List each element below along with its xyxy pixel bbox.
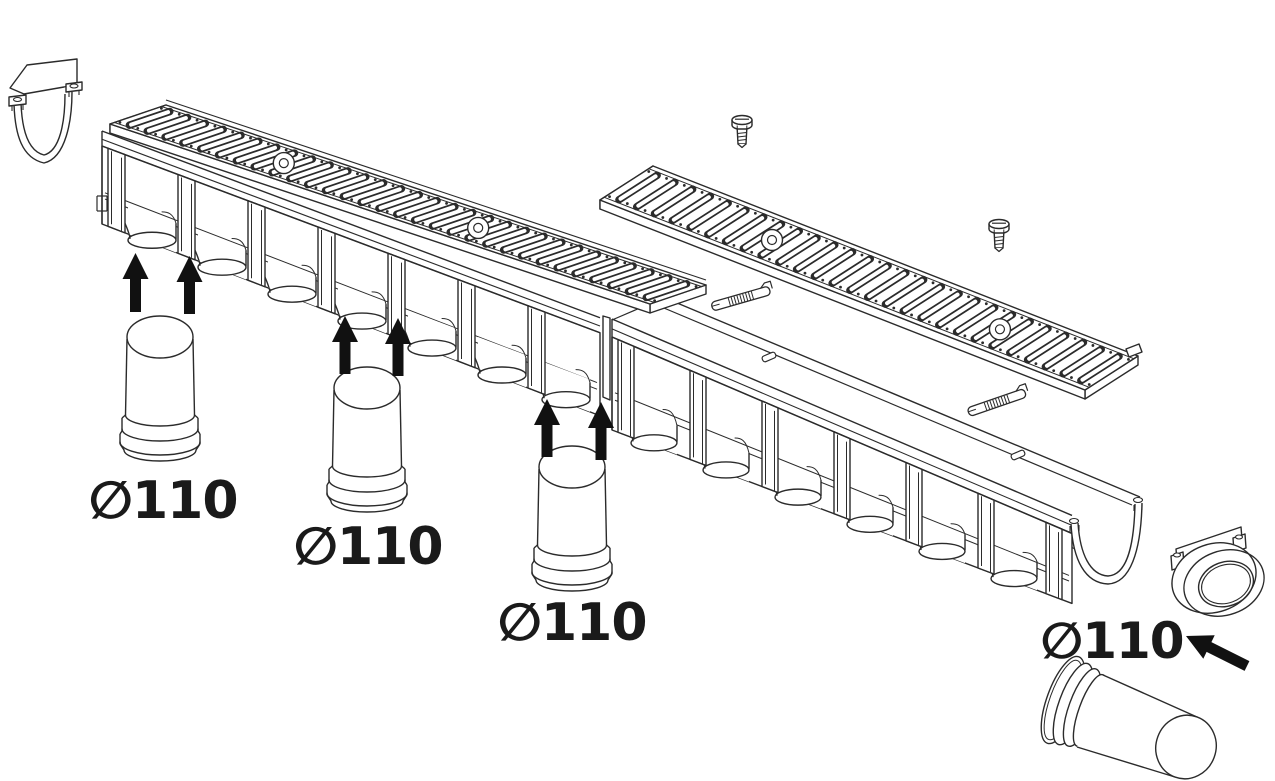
locking-clips <box>711 280 1029 417</box>
up-arrow-icons <box>122 253 614 460</box>
fixing-screws <box>731 114 1010 253</box>
pipe-adapters <box>119 315 613 592</box>
diameter-label-1: ∅110 <box>88 471 237 531</box>
grating-installed <box>109 104 707 314</box>
diameter-label-3: ∅110 <box>497 593 646 653</box>
direction-arrow-icon <box>1186 635 1250 671</box>
outlet-end-cap <box>1170 526 1265 617</box>
channel-end-cap <box>8 58 83 164</box>
grating-loose <box>599 165 1143 400</box>
diameter-label-4: ∅110 <box>1040 612 1183 670</box>
channel-section-open <box>96 99 1144 605</box>
channel-section-with-grating <box>101 130 601 417</box>
outlet-pipe <box>1040 655 1217 780</box>
channel-end-profile <box>1068 496 1144 585</box>
diameter-label-2: ∅110 <box>293 517 442 577</box>
